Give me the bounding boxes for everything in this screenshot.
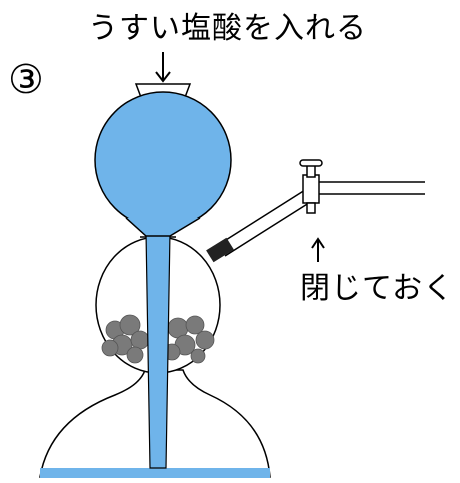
up-arrow-icon [311,237,325,262]
side-tube [217,181,425,257]
top-funnel-bulb [94,91,232,229]
funnel-tube [145,231,171,469]
instruction-label-top: うすい塩酸を入れる [88,11,367,46]
instruction-label-right: 閉じておく [300,271,455,306]
down-arrow-icon [155,52,171,83]
funnel-taper [125,217,201,237]
rubber-stopper [206,237,234,263]
step-number: ③ [8,57,44,103]
bottom-liquid [40,468,270,478]
stopcock-icon [299,159,323,214]
